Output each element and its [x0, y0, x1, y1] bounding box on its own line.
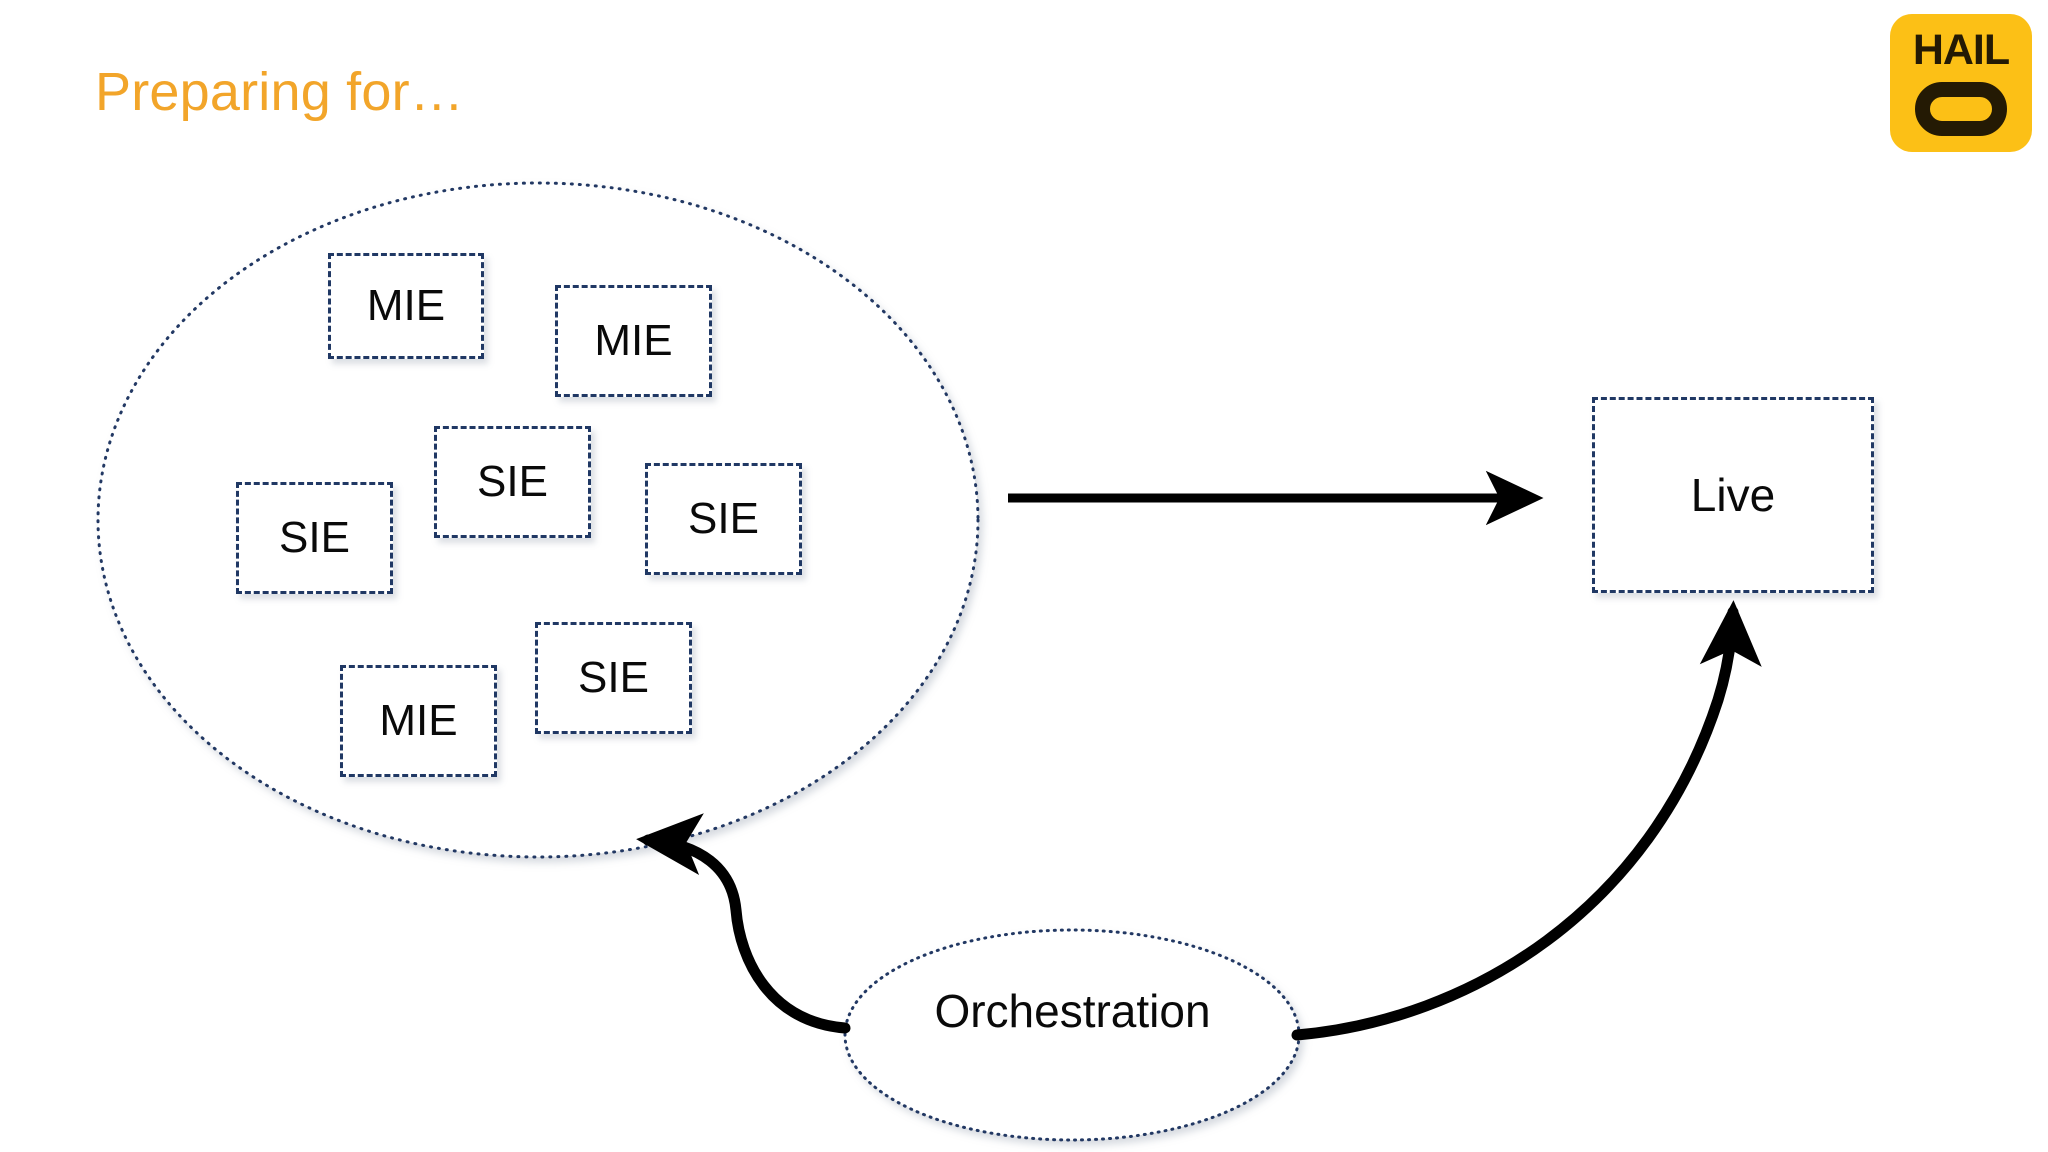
connector-orchestration-to-pool [636, 813, 851, 1034]
node-label: SIE [279, 513, 350, 562]
node-box-sie-3[interactable]: SIE [645, 463, 802, 575]
orchestration-label: Orchestration [934, 985, 1211, 1037]
node-label: MIE [379, 696, 458, 745]
node-label: SIE [688, 494, 759, 543]
node-box-sie-4[interactable]: SIE [535, 622, 692, 734]
hail-logo: HAIL [1890, 14, 2032, 152]
node-box-mie-2[interactable]: MIE [555, 285, 712, 397]
node-label: MIE [594, 316, 673, 365]
connector-orchestration-to-live [1291, 600, 1762, 1041]
node-label: Live [1690, 469, 1776, 521]
node-label: SIE [578, 653, 649, 702]
node-label: SIE [477, 457, 548, 506]
hail-logo-pill-icon [1915, 82, 2007, 136]
page-title: Preparing for… [95, 62, 464, 122]
node-label: MIE [366, 281, 446, 330]
node-box-sie-1[interactable]: SIE [434, 426, 591, 538]
hail-logo-wordmark: HAIL [1912, 26, 2010, 74]
node-box-mie-3[interactable]: MIE [340, 665, 497, 777]
node-box-sie-2[interactable]: SIE [236, 482, 393, 594]
node-box-mie-1[interactable]: MIE [328, 253, 484, 359]
node-box-live[interactable]: Live [1592, 397, 1874, 593]
